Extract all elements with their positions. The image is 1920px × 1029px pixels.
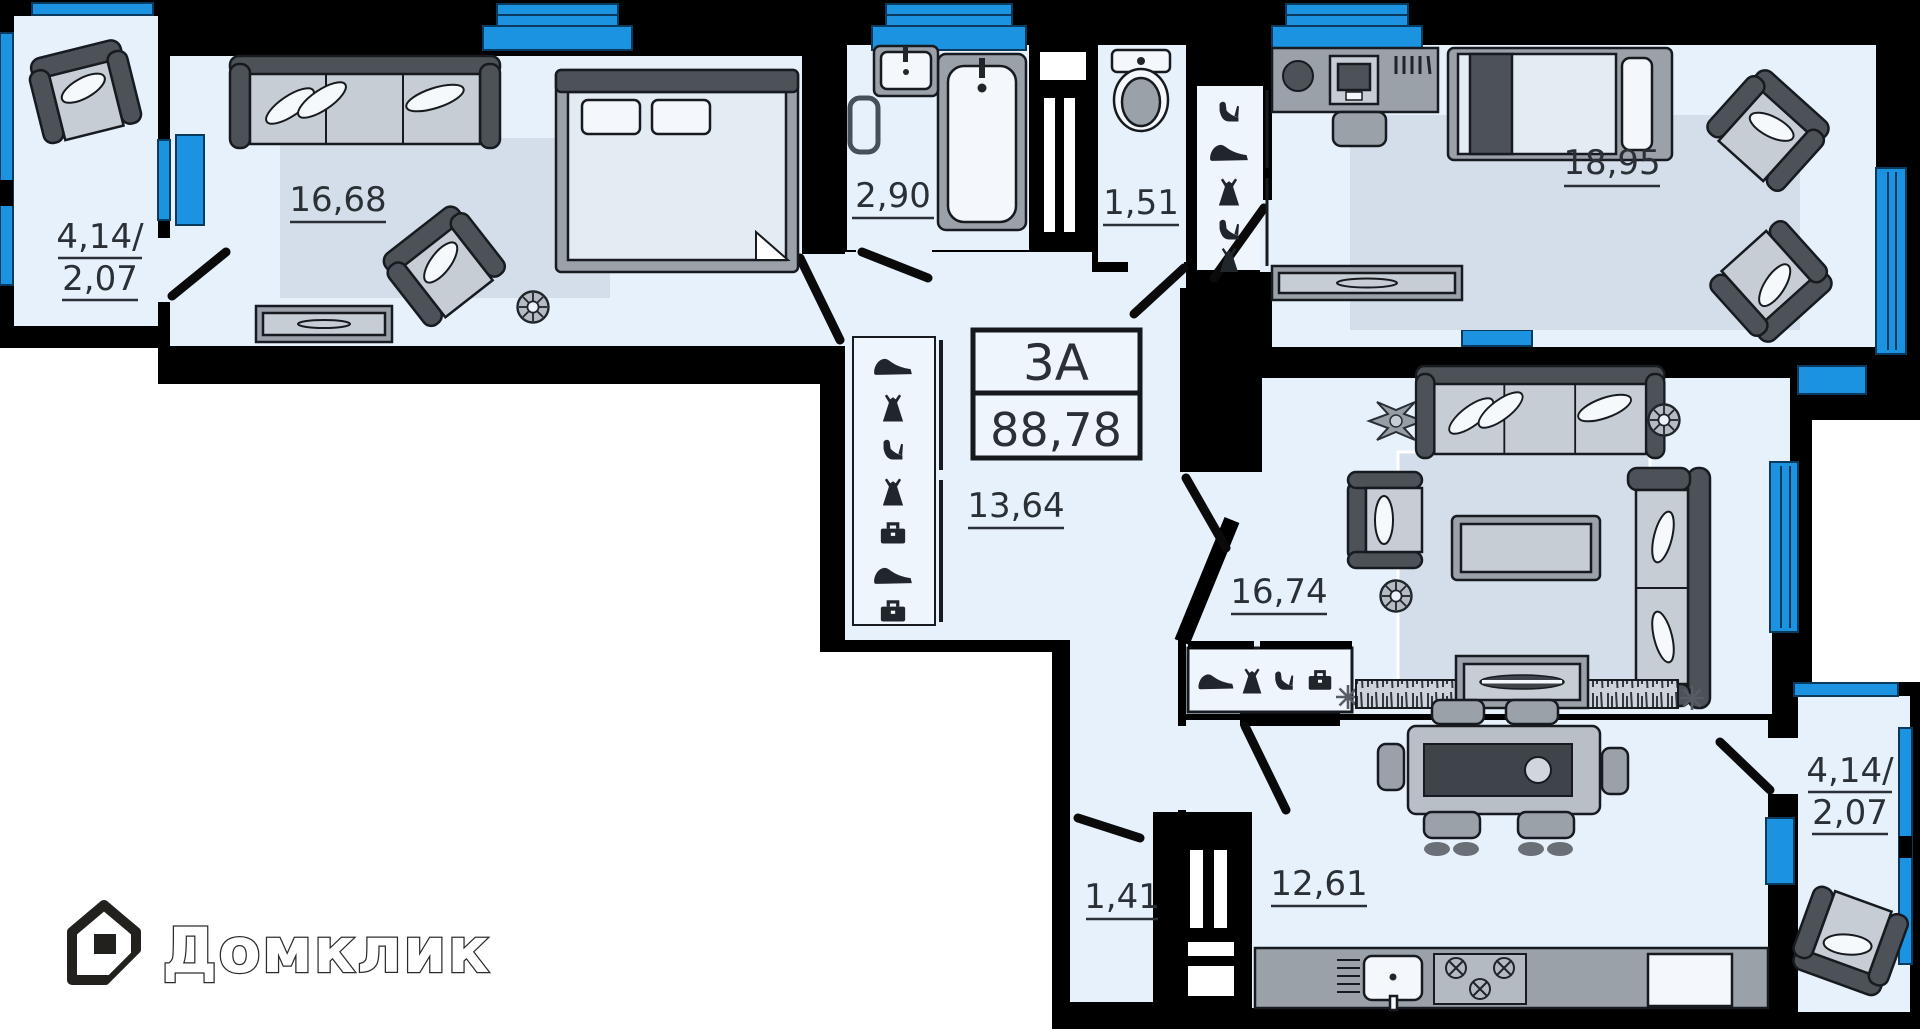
sink-drainer	[1337, 959, 1360, 993]
wall-hall-living-corner	[1180, 288, 1262, 472]
armchair-living	[1346, 470, 1424, 570]
doorway-wc	[1128, 258, 1184, 274]
door-balcony-tl	[167, 247, 231, 301]
window-bathroom-top	[871, 3, 1027, 51]
area-label-bedroom-right: 18,95	[1563, 143, 1660, 183]
window-balcony-tl-top	[31, 2, 154, 16]
coffee-table-top	[1459, 522, 1593, 574]
doors	[167, 203, 1775, 843]
window-bedroom-right-top	[1271, 3, 1423, 51]
area-label-bedroom-left: 16,68	[289, 180, 386, 220]
vent-shaft-top	[1032, 45, 1096, 252]
dresser-bedroom-right	[1270, 264, 1464, 302]
area-label-bathroom: 2,90	[855, 176, 931, 216]
door-living	[1181, 473, 1231, 553]
sink-bathroom	[872, 44, 940, 98]
corridor-floor	[1070, 600, 1178, 840]
bathtub	[936, 52, 1028, 232]
area-label-living: 16,74	[1230, 572, 1327, 612]
desk-chair	[1331, 110, 1388, 148]
door-kitchen	[1240, 721, 1291, 815]
area-label-kitchen: 12,61	[1270, 864, 1367, 904]
wardrobe-hallway	[852, 336, 943, 626]
door-bathroom	[857, 247, 933, 283]
fan-living-2	[1379, 579, 1413, 613]
doorway-balcony-br	[1768, 738, 1800, 794]
door-wc	[1129, 263, 1189, 319]
window-bedroom-left-top	[482, 3, 633, 51]
window-balcony-door-glazing	[157, 139, 171, 221]
doorway-balcony-tl	[154, 238, 172, 302]
window-balcony-br-right	[1898, 727, 1913, 965]
desk-bedroom-right	[1270, 46, 1440, 148]
plate	[1524, 756, 1552, 784]
window-balcony-tl-left	[0, 32, 14, 286]
area-label-balcony-tl-2: 2,07	[62, 259, 138, 299]
doorway-kitchen	[1178, 726, 1188, 810]
kitchen-counter	[1253, 946, 1770, 1012]
area-label-hallway: 13,64	[967, 486, 1064, 526]
desk-vent	[1394, 55, 1432, 75]
stove	[1433, 953, 1527, 1005]
door-bedroom-left	[795, 253, 845, 345]
area-label-balcony-br-2: 2,07	[1812, 793, 1888, 833]
area-label-balcony-tl-1: 4,14/	[56, 217, 144, 257]
area-label-balcony-br-1: 4,14/	[1806, 751, 1894, 791]
door-balcony-br	[1715, 737, 1775, 795]
closet-living	[1186, 641, 1354, 714]
bedroom-right-furniture	[1270, 46, 1840, 350]
window-bedroom-right-side	[1875, 167, 1907, 355]
bed-bedroom-right	[1446, 46, 1674, 162]
area-labels: 4,14/ 2,07 16,68 2,90 1,51 18,95 13,64 1…	[56, 143, 1894, 921]
domclick-house-icon	[67, 900, 142, 986]
towel-rail	[847, 95, 881, 155]
wc-wardrobe-floor	[1197, 86, 1263, 270]
snowflake-icon	[1678, 684, 1706, 712]
windows	[0, 2, 1913, 965]
area-label-wc: 1,51	[1103, 183, 1179, 223]
sofa-bedroom-left	[228, 54, 502, 150]
window-kitchen-right	[1765, 817, 1795, 885]
window-living-right	[1769, 461, 1799, 633]
window-balcony-br-top	[1793, 682, 1899, 697]
radiator-bedroom-right	[1461, 329, 1533, 347]
window-balcony-tl-left-mullion	[0, 180, 13, 206]
kitchen-furniture	[1253, 698, 1770, 1012]
wardrobe-wc	[1210, 90, 1269, 272]
unit-label-box: 3А 88,78	[970, 327, 1143, 461]
unit-number: 3А	[1023, 334, 1089, 392]
area-label-storage: 1,41	[1084, 877, 1160, 917]
fan-bedroom-left	[516, 290, 550, 324]
corner-sofa-living	[1626, 466, 1712, 710]
vent-shaft-bottom	[1153, 812, 1252, 1008]
blanket-fold	[755, 229, 791, 261]
bed-bedroom-left	[554, 68, 800, 274]
radiator-bedroom-left	[175, 134, 205, 226]
kitchen-tap	[1388, 994, 1399, 1012]
bathroom-fixtures	[847, 44, 1028, 232]
toilet	[1110, 48, 1172, 133]
fan-living-1	[1647, 403, 1681, 437]
window-living-corner	[1797, 365, 1867, 395]
unit-total-area: 88,78	[990, 403, 1122, 457]
door-storage	[1073, 813, 1145, 843]
brand-logo: Домклик	[67, 900, 491, 988]
domclick-logo-text: Домклик	[162, 914, 491, 987]
outside-area-bottom-left	[0, 348, 1052, 1029]
kitchen-appliance	[1646, 952, 1734, 1008]
bedroom-left-furniture	[228, 54, 800, 344]
outside-area-right	[1812, 420, 1920, 682]
dining-set	[1376, 698, 1630, 856]
dresser-bedroom-left	[254, 304, 394, 344]
sofa-living	[1414, 364, 1666, 460]
